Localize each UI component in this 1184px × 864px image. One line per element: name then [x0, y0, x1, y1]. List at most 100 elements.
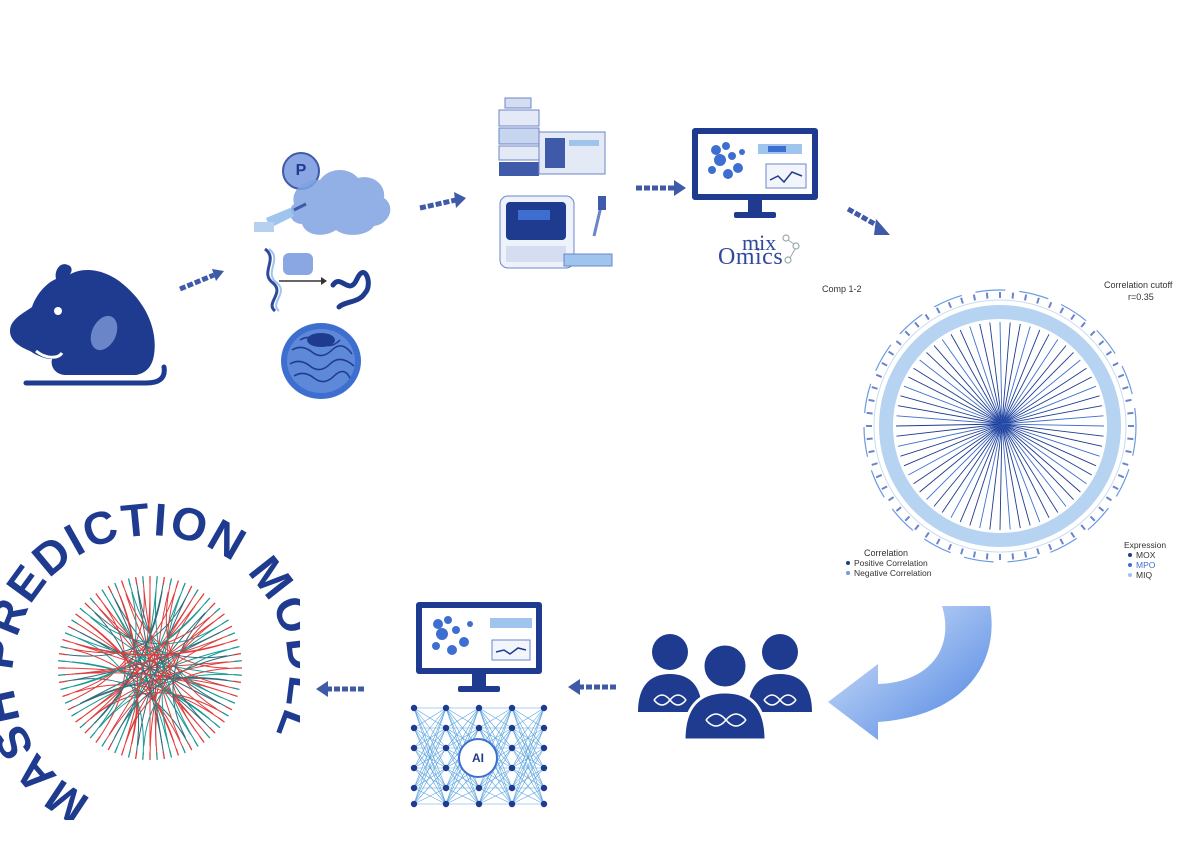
circos-link [1001, 423, 1031, 526]
neural-network-edge [413, 747, 447, 789]
emblem-network-line [120, 748, 125, 756]
emblem-network-line [114, 582, 119, 591]
neural-network-node [540, 704, 548, 712]
emblem-network-line [155, 607, 221, 746]
neural-network-node [475, 724, 483, 732]
circos-tick [1125, 449, 1132, 454]
circos-link [979, 423, 1003, 529]
circos-tick [985, 553, 989, 560]
legend-dot [1128, 553, 1132, 557]
neural-network-node [410, 724, 418, 732]
emblem-network-line [72, 678, 193, 751]
circos-link [896, 415, 1003, 425]
circos-tick [1089, 330, 1096, 337]
circos-tick [1080, 321, 1086, 328]
emblem-network-line [95, 604, 126, 743]
circos-track [879, 305, 1121, 547]
neural-network-edge [445, 707, 480, 749]
omics-logo-omics: Omics [718, 244, 784, 270]
circos-tick [888, 350, 895, 356]
circos-link [999, 321, 1003, 425]
neural-network-node [508, 764, 516, 772]
emblem-network-line [204, 597, 211, 605]
emblem-network-line [108, 589, 199, 735]
emblem-network-line [119, 576, 158, 741]
neural-network-edge [511, 707, 545, 729]
circos-link [913, 423, 1003, 485]
circos-tick [914, 524, 920, 531]
legend-dot [1128, 573, 1132, 577]
emblem-network-line [64, 632, 73, 637]
dna-transcript-icon [263, 247, 371, 313]
circos-tick [960, 297, 964, 304]
neural-network-edge [413, 707, 447, 769]
circos-link [1001, 423, 1087, 485]
circos-link [919, 359, 1003, 425]
legend-dot [846, 561, 850, 565]
circos-tick [895, 506, 902, 512]
neural-network-edge [478, 747, 513, 805]
neural-network-node [508, 800, 516, 808]
emblem-network-line [71, 649, 227, 717]
emblem-network-line [213, 607, 221, 614]
circos-link [1001, 359, 1081, 425]
emblem-network-line [60, 645, 68, 649]
lc-ms-instrument-icon [498, 97, 606, 176]
neural-network-node [442, 764, 450, 772]
emblem-network-line [71, 619, 202, 728]
circos-tick [1127, 411, 1134, 415]
circos-link [1001, 329, 1041, 425]
emblem-network-line [199, 593, 205, 600]
emblem-network-line [58, 660, 66, 662]
neural-network-edge [511, 767, 545, 805]
neural-network-icon [410, 704, 548, 808]
circos-link [1001, 423, 1021, 529]
analysis-monitor-icon [692, 128, 818, 218]
circos-tick [1036, 548, 1040, 555]
circos-link [1001, 423, 1041, 523]
emblem-network-line [162, 751, 165, 759]
correlation-legend: Correlation Positive Correlation Negativ… [846, 548, 986, 578]
emblem-network-line [86, 593, 205, 715]
circos-tick [1080, 524, 1086, 531]
circos-link [1001, 423, 1092, 476]
circos-outer-ring [873, 299, 1127, 553]
emblem-network-line [107, 585, 113, 593]
circos-tick [881, 485, 888, 491]
emblem-network-line [127, 578, 131, 586]
circos-tick [985, 292, 989, 299]
circos-link [908, 423, 1003, 476]
neural-network-edge [478, 707, 513, 729]
neural-network-edge [413, 707, 447, 749]
circos-tick [1122, 462, 1129, 466]
emblem-network-line [221, 619, 229, 625]
sequencer-pipette-icon [499, 195, 613, 269]
circos-link [1001, 415, 1104, 425]
circos-tick [1059, 307, 1065, 314]
circos-link [1001, 385, 1097, 425]
flow-arrow [179, 269, 224, 292]
emblem-network-line [209, 727, 216, 734]
circos-tick [1112, 485, 1119, 491]
emblem-network-line [181, 745, 186, 754]
circos-link [1001, 395, 1100, 425]
circos-link [1001, 345, 1067, 425]
circos-link [933, 345, 1003, 425]
circos-cutoff-value: r=0.35 [1128, 292, 1154, 302]
emblem-network-line [193, 589, 199, 597]
neural-network-edge [445, 707, 480, 729]
emblem-network-line [62, 638, 70, 643]
circos-link [897, 423, 1003, 447]
circos-tick [1098, 506, 1105, 512]
emblem-network-line [95, 736, 101, 743]
circos-link [1001, 423, 1059, 513]
circos-link [900, 395, 1003, 425]
circos-tick [904, 330, 911, 337]
emblem-network-line [143, 646, 240, 746]
neural-network-edge [413, 767, 447, 789]
circos-link [903, 423, 1003, 467]
emblem-network-line [75, 639, 238, 656]
circos-link [1001, 423, 1103, 447]
emblem-network-line [64, 699, 73, 704]
circos-title-left: Comp 1-2 [822, 284, 862, 294]
